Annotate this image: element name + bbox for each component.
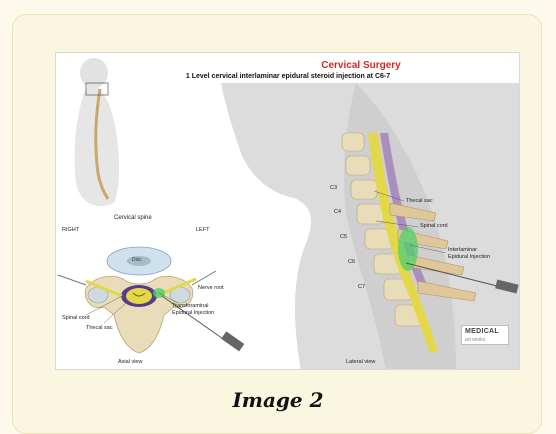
lateral-spinal-cord-label: Spinal cord: [420, 223, 448, 229]
axial-thecal-sac-label: Thecal sac: [86, 325, 113, 331]
axial-transforaminal-label-1: Transforaminal: [172, 303, 208, 309]
lateral-interlaminar-label-1: Interlaminar: [448, 247, 477, 253]
axial-left-label: LEFT: [196, 227, 209, 233]
figure-subtitle: 1 Level cervical interlaminar epidural s…: [148, 73, 428, 80]
level-label-c4: C4: [334, 209, 341, 215]
axial-right-label: RIGHT: [62, 227, 79, 233]
figure-title: Cervical Surgery: [276, 60, 446, 71]
level-label-c5: C5: [340, 234, 347, 240]
body-reference-figure: [74, 58, 119, 206]
logo-text-sub: art works: [465, 337, 485, 343]
level-label-c7: C7: [358, 284, 365, 290]
lateral-interlaminar-label-2: Epidural Injection: [448, 254, 490, 260]
lateral-view-label: Lateral view: [346, 359, 375, 365]
axial-syringe: [221, 331, 244, 351]
axial-spinal-cord-label: Spinal cord: [62, 315, 90, 321]
level-label-c6: C6: [348, 259, 355, 265]
lateral-injection-area: [398, 227, 418, 271]
logo-text-main: MEDICAL: [465, 328, 499, 335]
image-caption: Image 2: [0, 388, 556, 412]
axial-view-artwork: [58, 247, 244, 353]
axial-disc-label: Disc: [132, 257, 142, 263]
publisher-logo: MEDICAL art works: [461, 325, 509, 345]
lateral-thecal-sac-label: Thecal sac: [406, 198, 433, 204]
illustration-artwork: [56, 53, 520, 370]
axial-transforaminal-label-2: Epidural Injection: [172, 310, 214, 316]
axial-view-label: Axial view: [118, 359, 142, 365]
axial-heading: Cervical spine: [114, 215, 152, 221]
level-label-c3: C3: [330, 185, 337, 191]
axial-nerve-root-label: Nerve root: [198, 285, 224, 291]
medical-illustration: Cervical Surgery 1 Level cervical interl…: [55, 52, 520, 370]
